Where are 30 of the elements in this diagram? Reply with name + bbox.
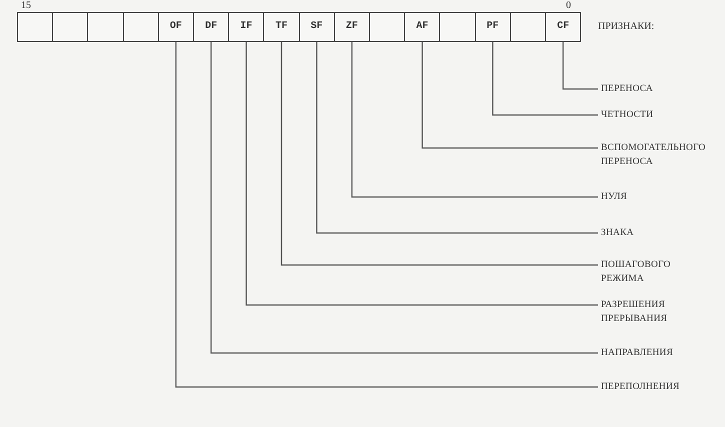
register-cell: OF — [158, 12, 194, 42]
register-cell: DF — [193, 12, 230, 42]
flag-name: РАЗРЕШЕНИЯ ПРЕРЫВАНИЯ — [598, 298, 711, 326]
register-cell: PF — [474, 12, 511, 42]
register-cell: CF — [545, 12, 582, 42]
flag-name: ЧЕТНОСТИ — [598, 108, 711, 122]
flag-name: ПОШАГОВОГО РЕЖИМА — [598, 258, 711, 286]
leader-line — [175, 42, 598, 388]
leader-line — [422, 42, 598, 149]
flag-name: ПЕРЕПОЛНЕНИЯ — [598, 380, 711, 394]
flag-name: ВСПОМОГАТЕЛЬНОГО ПЕРЕНОСА — [598, 141, 711, 169]
leader-line — [246, 42, 598, 306]
register-cell: IF — [228, 12, 264, 42]
leader-line — [562, 42, 598, 90]
flag-name: НУЛЯ — [598, 190, 711, 204]
leader-line — [210, 42, 598, 354]
flag-name: НАПРАВЛЕНИЯ — [598, 346, 711, 360]
register-cell: ZF — [334, 12, 370, 42]
register-cell: SF — [298, 12, 335, 42]
leader-line — [351, 42, 598, 198]
leader-line — [280, 42, 598, 266]
flag-name: ПЕРЕНОСА — [598, 82, 711, 96]
register-cell: TF — [263, 12, 300, 42]
bit-number: 15 — [21, 0, 31, 12]
register-cell: AF — [404, 12, 440, 42]
bit-number: 0 — [566, 0, 571, 12]
leader-line — [316, 42, 598, 234]
leader-line — [492, 42, 598, 116]
flag-name: ЗНАКА — [598, 226, 711, 240]
register-caption: ПРИЗНАКИ: — [598, 21, 654, 33]
